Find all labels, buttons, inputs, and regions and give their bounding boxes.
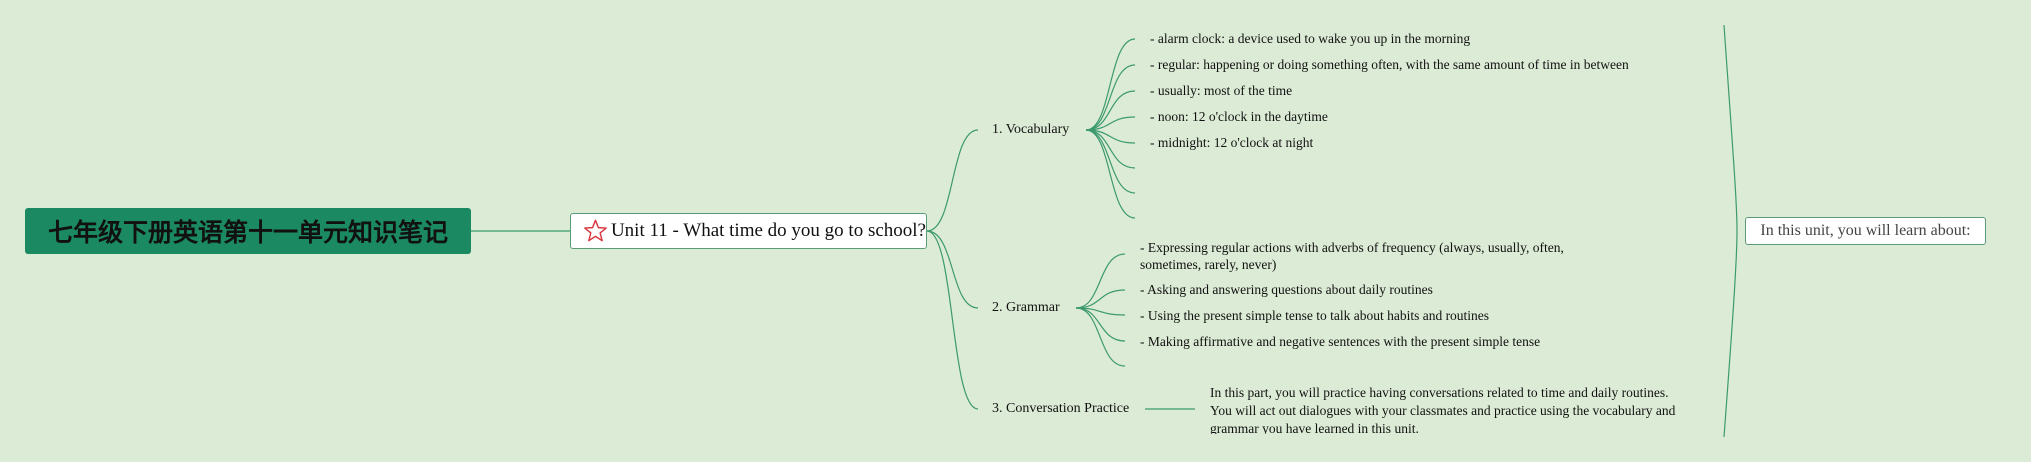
branch-grammar[interactable]: 2. Grammar <box>992 300 1060 315</box>
unit-node[interactable]: Unit 11 - What time do you go to school? <box>570 213 927 249</box>
grammar-item-line: sometimes, rarely, never) <box>1140 257 1277 272</box>
grammar-item[interactable]: - Using the present simple tense to talk… <box>1140 308 1490 323</box>
vocab-item[interactable]: - regular: happening or doing something … <box>1150 57 1629 72</box>
vocab-item[interactable]: - alarm clock: a device used to wake you… <box>1150 31 1471 46</box>
vocab-item[interactable]: - usually: most of the time <box>1150 83 1293 98</box>
conversation-description[interactable]: In this part, you will practice having c… <box>1210 384 1720 434</box>
grammar-item[interactable]: - Expressing regular actions with adverb… <box>1140 239 1640 273</box>
vocab-item[interactable]: - noon: 12 o'clock in the daytime <box>1150 109 1328 124</box>
grammar-item[interactable]: - Asking and answering questions about d… <box>1140 282 1433 297</box>
conversation-line: In this part, you will practice having c… <box>1210 385 1669 400</box>
summary-bracket <box>1723 24 1738 438</box>
vocab-item[interactable]: - midnight: 12 o'clock at night <box>1150 135 1314 150</box>
intro-node[interactable]: In this unit, you will learn about: <box>1745 217 1986 245</box>
unit-title: Unit 11 - What time do you go to school? <box>610 220 926 241</box>
conversation-line: You will act out dialogues with your cla… <box>1210 403 1676 418</box>
grammar-item-line: - Expressing regular actions with adverb… <box>1140 240 1564 255</box>
root-node[interactable]: 七年级下册英语第十一单元知识笔记 <box>25 208 471 254</box>
intro-text: In this unit, you will learn about: <box>1760 222 1971 239</box>
unit-conversation-connector <box>926 230 979 410</box>
unit-grammar-connector <box>926 230 979 309</box>
star-icon <box>584 219 607 242</box>
unit-vocabulary-connector <box>926 129 979 232</box>
conversation-line: grammar you have learned in this unit. <box>1210 421 1419 434</box>
branch-conversation[interactable]: 3. Conversation Practice <box>992 401 1130 416</box>
grammar-item[interactable]: - Making affirmative and negative senten… <box>1140 334 1541 349</box>
root-title: 七年级下册英语第十一单元知识笔记 <box>47 218 448 247</box>
branch-vocabulary[interactable]: 1. Vocabulary <box>992 122 1070 137</box>
